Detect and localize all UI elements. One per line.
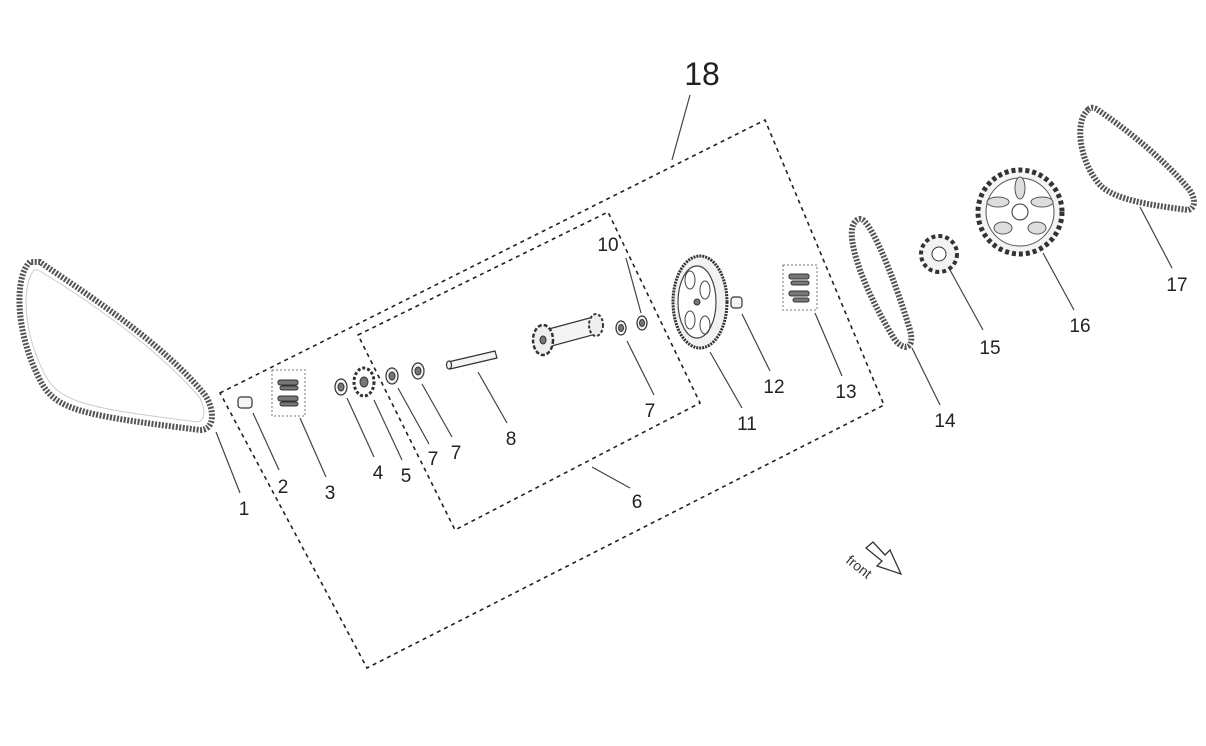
part-1-chain [16, 259, 215, 434]
front-direction-arrow-icon [864, 541, 903, 576]
callout-5: 5 [401, 466, 412, 487]
callout-16: 16 [1069, 316, 1090, 337]
callout-14: 14 [934, 411, 956, 432]
hub-assembly [531, 313, 604, 357]
part-16-rear-sprocket [975, 167, 1065, 257]
part-7-bearing [411, 362, 425, 380]
part-15-front-sprocket [919, 234, 959, 274]
callout-10: 10 [597, 235, 618, 256]
part-3-bolt-kit [271, 369, 306, 417]
leader-lines [215, 94, 1173, 494]
part-5-small-sprocket [352, 366, 376, 398]
callout-3: 3 [325, 483, 336, 504]
part-8-axle [445, 350, 498, 370]
part-11-pulley [671, 254, 729, 350]
part-13-bolt-kit [782, 264, 818, 311]
part-10-bearing [636, 315, 648, 331]
callout-7: 7 [645, 401, 656, 422]
callout-7: 7 [451, 443, 462, 464]
callout-7: 7 [428, 449, 439, 470]
callout-8: 8 [506, 429, 517, 450]
callout-13: 13 [835, 382, 856, 403]
part-14-belt [848, 216, 915, 350]
callout-1: 1 [239, 499, 250, 520]
callout-12: 12 [763, 377, 784, 398]
part-2-spacer [237, 396, 253, 409]
callout-18: 18 [684, 56, 720, 92]
callout-6: 6 [632, 492, 643, 513]
callout-4: 4 [373, 463, 384, 484]
part-4-bearing [334, 378, 348, 396]
callout-11: 11 [737, 414, 757, 435]
callout-17: 17 [1166, 275, 1187, 296]
part-17-chain [1077, 104, 1197, 214]
callout-15: 15 [979, 338, 1000, 359]
assembly-6-outline [356, 210, 702, 532]
part-7-bearing [615, 320, 627, 336]
assembly-18-outline [218, 118, 886, 670]
part-7-bearing [385, 367, 399, 385]
front-label: front [843, 552, 875, 582]
part-12-spacer [730, 296, 743, 309]
callout-2: 2 [278, 477, 289, 498]
